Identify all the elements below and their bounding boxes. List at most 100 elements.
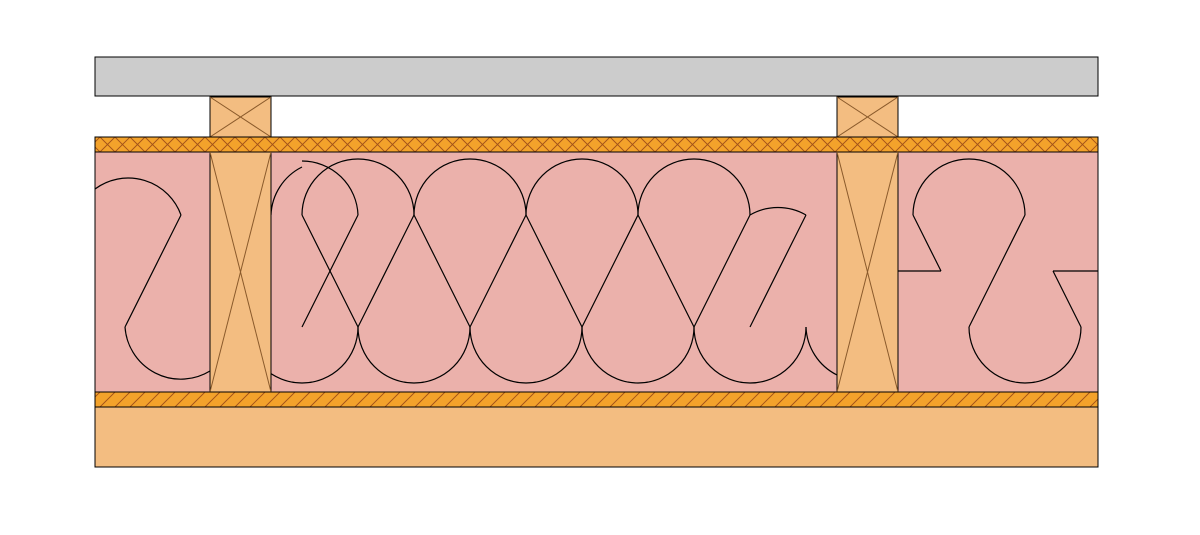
batt-loop <box>301 158 415 216</box>
hatch-line <box>864 392 881 407</box>
hatch-line <box>834 392 851 407</box>
hatch-line <box>159 392 176 407</box>
hatch-line <box>774 392 791 407</box>
hatch-line <box>609 137 626 152</box>
hatch-line <box>189 392 206 407</box>
batt-loop <box>357 214 415 328</box>
hatch-line <box>534 137 551 152</box>
hatch-line <box>1105 392 1120 407</box>
hatch-line <box>729 392 746 407</box>
hatch-line <box>789 137 806 152</box>
hatch-line <box>834 137 851 152</box>
hatch-line <box>579 137 596 152</box>
batt-loop <box>413 158 527 216</box>
hatch-line <box>264 392 281 407</box>
hatch-line <box>1014 137 1031 152</box>
hatch-line <box>894 392 911 407</box>
upper-membrane <box>94 136 1120 153</box>
batt-loop <box>637 214 695 328</box>
hatch-line <box>324 137 341 152</box>
hatch-line <box>684 392 701 407</box>
hatch-line <box>294 392 311 407</box>
hatch-line <box>639 392 656 407</box>
hatch-line <box>819 137 836 152</box>
hatch-line <box>369 392 386 407</box>
batt-loop <box>693 326 807 384</box>
batt-loop <box>525 214 583 328</box>
hatch-line <box>369 137 386 152</box>
batt-loop <box>95 177 182 216</box>
batt-loop <box>1052 270 1082 328</box>
batt-loop <box>124 214 182 328</box>
batt-loop <box>469 326 583 384</box>
hatch-line <box>894 137 911 152</box>
hatch-line <box>429 392 446 407</box>
hatch-line <box>99 392 116 407</box>
hatch-line <box>399 392 416 407</box>
hatch-line <box>95 392 101 398</box>
hatch-line <box>774 137 791 152</box>
hatch-line <box>114 392 131 407</box>
hatch-line <box>759 137 776 152</box>
hatch-line <box>804 137 821 152</box>
hatch-line <box>309 392 326 407</box>
hatch-line <box>639 137 656 152</box>
hatch-line <box>954 392 971 407</box>
hatch-line <box>654 137 671 152</box>
batt-loop <box>968 326 1082 384</box>
hatch-line <box>279 137 296 152</box>
hatch-line <box>114 137 131 152</box>
hatch-line <box>744 392 761 407</box>
hatch-line <box>534 392 551 407</box>
hatch-line <box>714 137 731 152</box>
hatch-line <box>924 392 941 407</box>
batt-loop <box>912 214 942 272</box>
hatch-line <box>444 137 461 152</box>
hatch-line <box>414 137 431 152</box>
hatch-line <box>354 392 371 407</box>
hatch-line <box>729 137 746 152</box>
batt-loop <box>270 166 303 216</box>
hatch-line <box>609 392 626 407</box>
hatch-line <box>339 392 356 407</box>
hatch-line <box>954 137 971 152</box>
hatch-line <box>234 137 251 152</box>
hatch-line <box>1105 137 1120 152</box>
batt-loop <box>749 206 807 216</box>
hatch-line <box>714 392 731 407</box>
stud-right <box>836 151 899 393</box>
hatch-line <box>864 137 881 152</box>
hatch-line <box>624 392 641 407</box>
hatch-line <box>1074 392 1091 407</box>
hatch-line <box>219 392 236 407</box>
hatch-line <box>249 137 266 152</box>
hatch-line <box>699 392 716 407</box>
batt-loop <box>693 214 751 328</box>
batt-loop <box>805 326 838 376</box>
hatch-line <box>999 137 1016 152</box>
hatch-line <box>564 392 581 407</box>
hatch-line <box>354 137 371 152</box>
batt-loop <box>413 214 471 328</box>
hatch-line <box>519 392 536 407</box>
hatch-line <box>1044 392 1061 407</box>
batt-loop <box>637 158 751 216</box>
hatch-line <box>174 392 191 407</box>
hatch-line <box>489 137 506 152</box>
hatch-line <box>924 137 941 152</box>
hatch-line <box>654 392 671 407</box>
hatch-line <box>459 392 476 407</box>
hatch-line <box>939 137 956 152</box>
top-board <box>94 56 1099 97</box>
batt-loop <box>581 326 695 384</box>
hatch-line <box>204 392 221 407</box>
hatch-line <box>384 392 401 407</box>
hatch-line <box>879 392 896 407</box>
hatch-line <box>294 137 311 152</box>
hatch-line <box>249 392 266 407</box>
hatch-line <box>1029 137 1046 152</box>
hatch-line <box>234 392 251 407</box>
hatch-line <box>1105 137 1120 152</box>
batt-loop <box>124 326 211 380</box>
